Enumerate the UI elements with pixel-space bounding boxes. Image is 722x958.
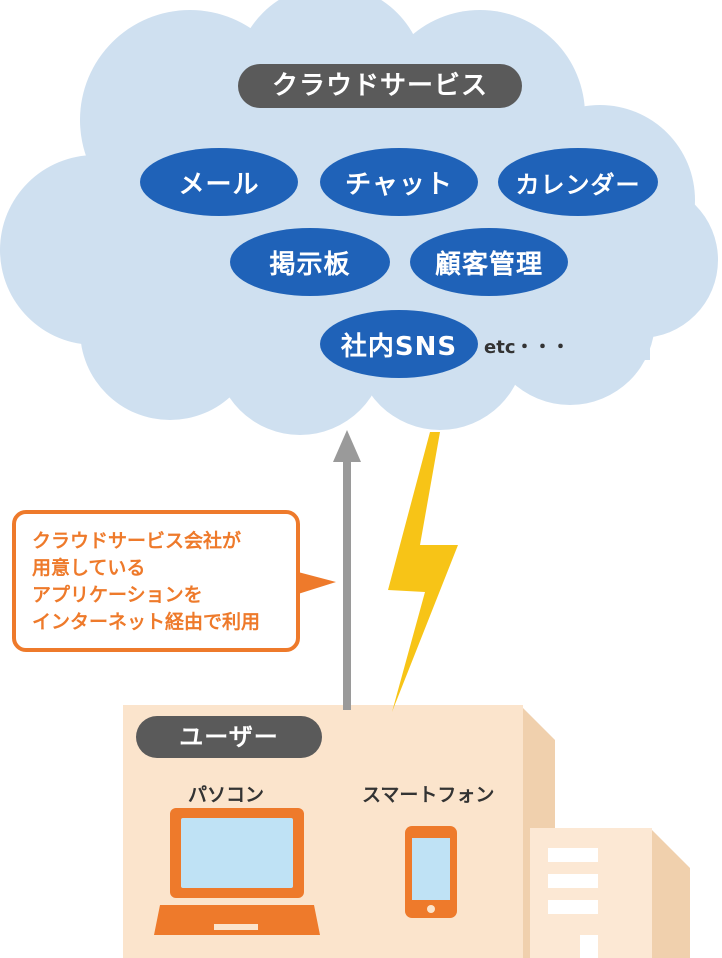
service-calendar: カレンダー — [498, 148, 658, 216]
pc-label: パソコン — [188, 784, 265, 806]
callout-box: クラウドサービス会社が 用意している アプリケーションを インターネット経由で利… — [12, 510, 300, 652]
lightning-icon — [388, 432, 458, 712]
laptop-icon — [154, 808, 320, 935]
callout-line: インターネット経由で利用 — [32, 611, 261, 633]
service-chat: チャット — [320, 148, 478, 216]
service-mail: メール — [140, 148, 298, 216]
smartphone-icon — [405, 826, 457, 918]
smartphone-label: スマートフォン — [362, 784, 495, 806]
service-internal-sns: 社内SNS — [320, 310, 478, 378]
callout-line: アプリケーションを — [32, 584, 203, 606]
etc-label: etc・・・ — [484, 337, 570, 358]
service-crm: 顧客管理 — [410, 228, 568, 296]
callout-line: 用意している — [32, 557, 146, 579]
service-bulletin-board: 掲示板 — [230, 228, 390, 296]
cloud-title: クラウドサービス — [238, 64, 522, 108]
user-title: ユーザー — [136, 716, 322, 758]
upload-arrow — [333, 430, 361, 710]
callout-line: クラウドサービス会社が — [32, 530, 242, 552]
callout-pointer — [298, 572, 336, 594]
